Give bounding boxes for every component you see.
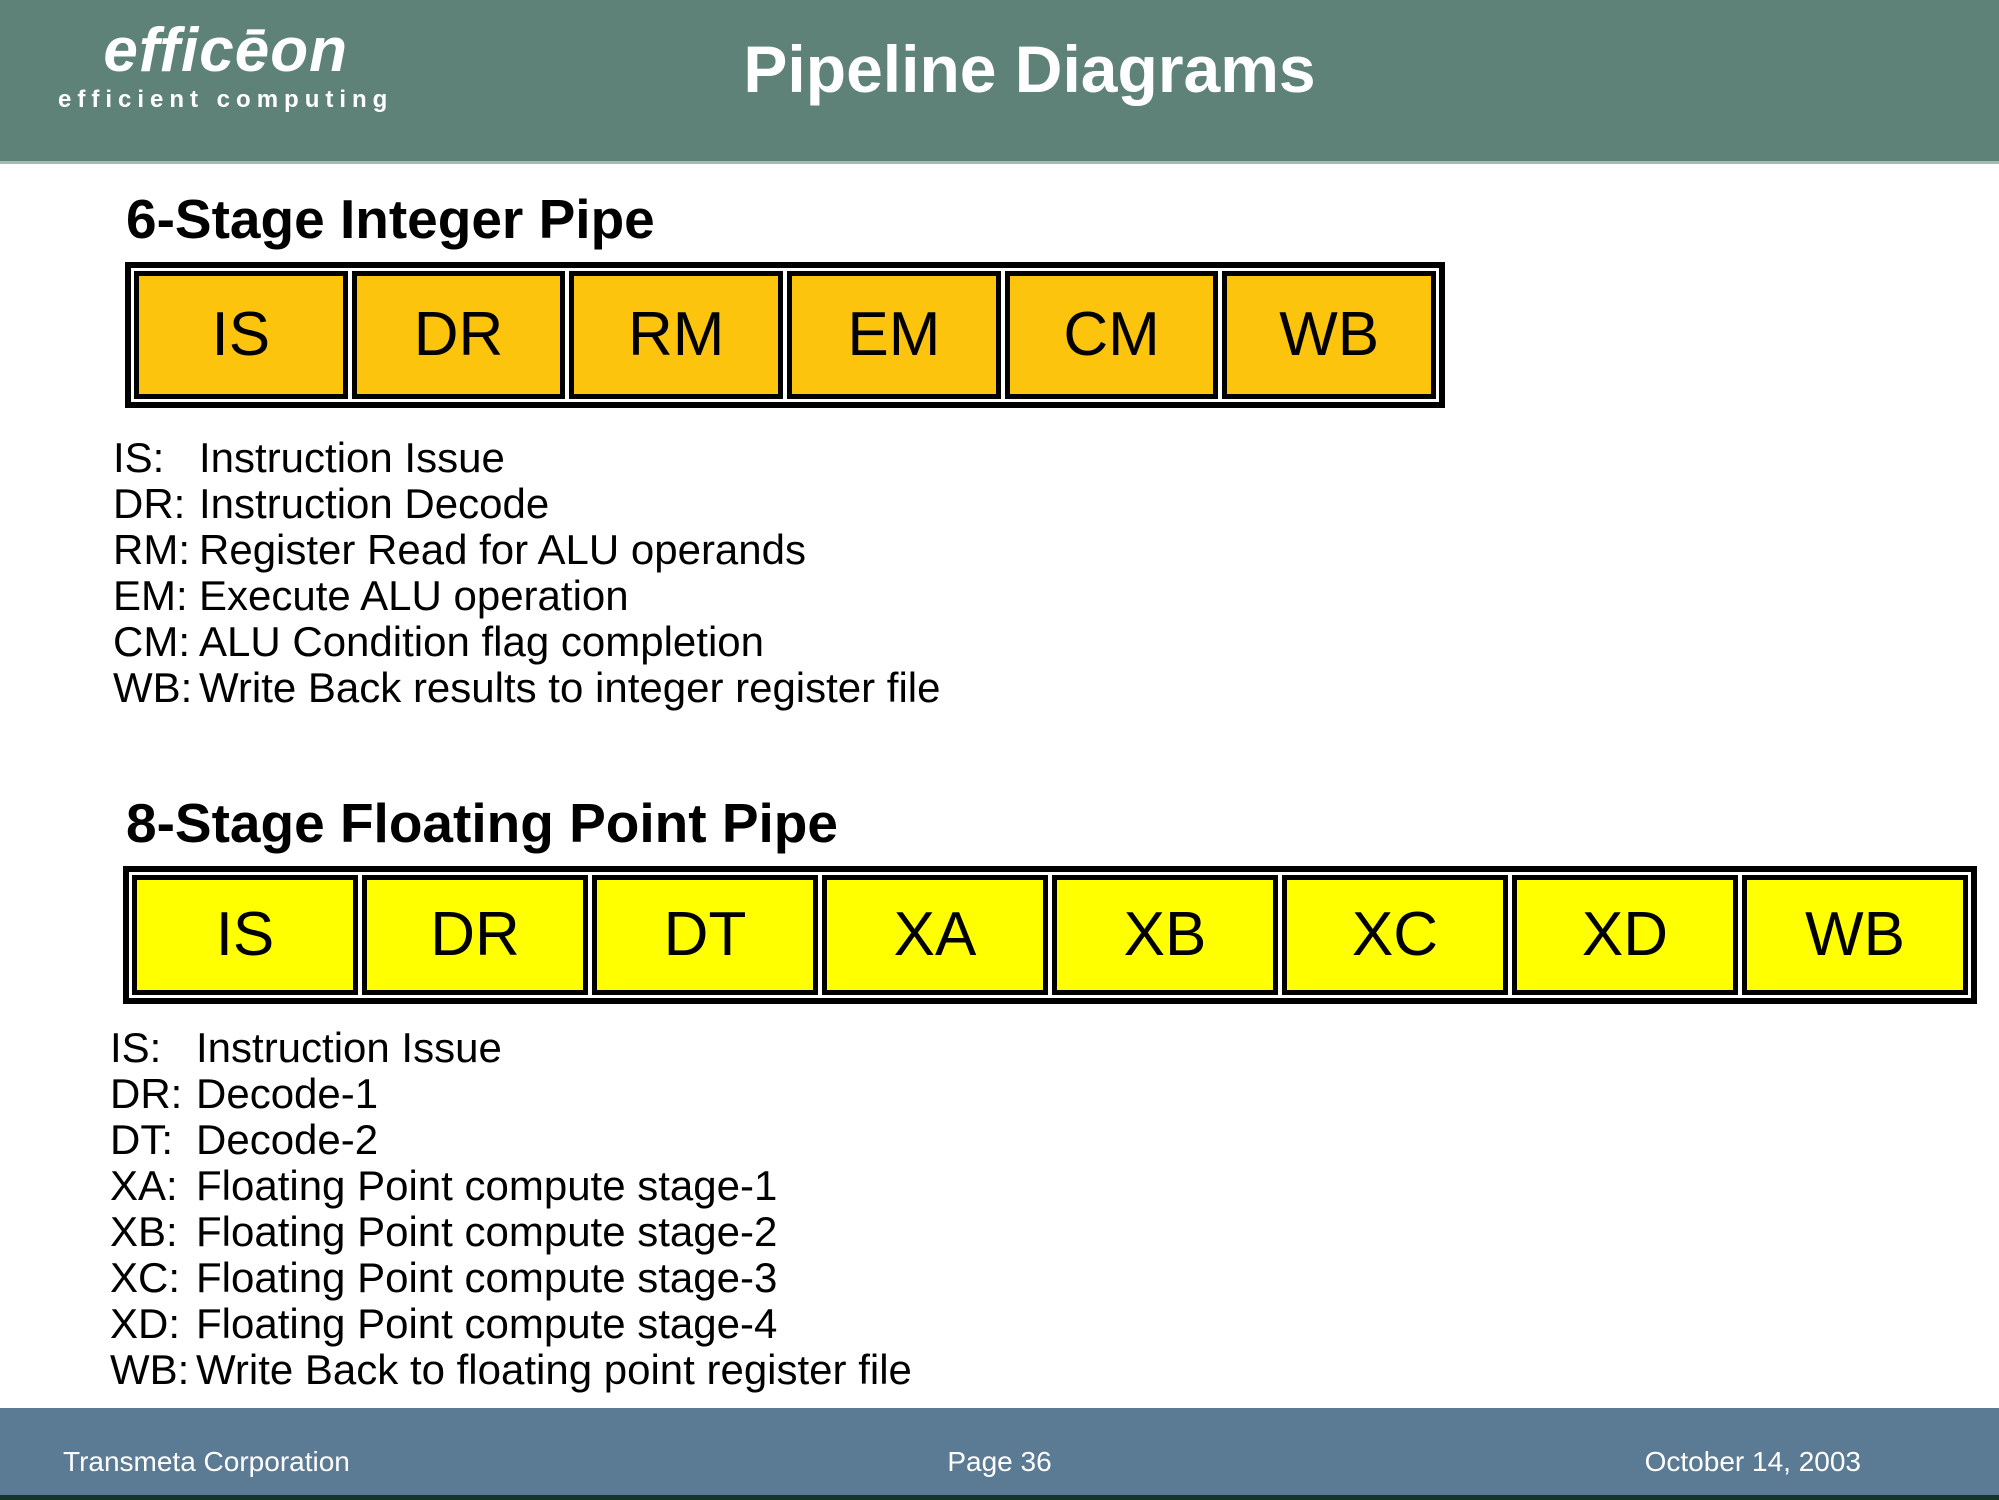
stage-box-dr: DR	[351, 271, 566, 399]
legend-abbr: XD:	[110, 1300, 181, 1347]
legend-row-wb: WB:Write Back results to integer registe…	[113, 665, 941, 711]
stage-box-is: IS	[132, 875, 358, 995]
legend-row-rm: RM:Register Read for ALU operands	[113, 527, 941, 573]
logo-tagline: efficient computing	[58, 86, 394, 113]
integer-pipe-heading: 6-Stage Integer Pipe	[126, 188, 655, 250]
legend-row-xc: XC: Floating Point compute stage-3	[110, 1255, 912, 1301]
legend-row-xd: XD: Floating Point compute stage-4	[110, 1301, 912, 1347]
stage-box-is: IS	[134, 271, 348, 399]
legend-row-wb: WB:Write Back to floating point register…	[110, 1347, 912, 1393]
legend-abbr: XA:	[110, 1162, 178, 1209]
stage-box-em: EM	[787, 271, 1001, 399]
footer-company: Transmeta Corporation	[63, 1446, 350, 1477]
legend-description: ALU Condition flag completion	[199, 618, 764, 665]
legend-abbr: XB:	[110, 1208, 178, 1255]
legend-row-is: IS: Instruction Issue	[110, 1025, 912, 1071]
page-title: Pipeline Diagrams	[743, 32, 1316, 106]
stage-box-dr: DR	[362, 875, 588, 995]
footer-page-number: Page 36	[947, 1446, 1052, 1477]
legend-abbr: IS:	[110, 1024, 162, 1071]
legend-description: Write Back results to integer register f…	[199, 664, 941, 711]
logo-wordmark: efficēon	[103, 16, 348, 85]
legend-abbr: RM:	[113, 526, 190, 573]
legend-description: Floating Point compute stage-1	[196, 1162, 778, 1209]
stage-box-xc: XC	[1282, 875, 1508, 995]
legend-abbr: IS:	[113, 434, 165, 481]
legend-description: Decode-1	[196, 1070, 379, 1117]
legend-abbr: DR:	[113, 480, 186, 527]
legend-row-em: EM:Execute ALU operation	[113, 573, 941, 619]
legend-abbr: DT:	[110, 1116, 173, 1163]
legend-row-cm: CM:ALU Condition flag completion	[113, 619, 941, 665]
slide-footer: Transmeta Corporation Page 36 October 14…	[0, 1408, 1999, 1495]
floating-point-pipe-heading: 8-Stage Floating Point Pipe	[126, 792, 838, 854]
stage-box-xd: XD	[1512, 875, 1738, 995]
stage-box-xa: XA	[822, 875, 1048, 995]
legend-abbr: WB:	[110, 1346, 190, 1393]
legend-description: Instruction Issue	[196, 1024, 502, 1071]
bottom-edge-strip	[0, 1495, 1999, 1500]
legend-description: Instruction Decode	[199, 480, 550, 527]
stage-box-wb: WB	[1222, 271, 1437, 399]
stage-box-xb: XB	[1052, 875, 1278, 995]
legend-description: Execute ALU operation	[199, 572, 629, 619]
legend-description: Instruction Issue	[199, 434, 505, 481]
legend-row-dt: DT: Decode-2	[110, 1117, 912, 1163]
legend-description: Write Back to floating point register fi…	[196, 1346, 912, 1393]
legend-description: Floating Point compute stage-4	[196, 1300, 778, 1347]
legend-abbr: EM:	[113, 572, 188, 619]
legend-description: Floating Point compute stage-3	[196, 1254, 778, 1301]
stage-box-dt: DT	[592, 875, 818, 995]
legend-row-dr: DR: Decode-1	[110, 1071, 912, 1117]
legend-row-dr: DR: Instruction Decode	[113, 481, 941, 527]
legend-abbr: CM:	[113, 618, 190, 665]
legend-description: Register Read for ALU operands	[199, 526, 807, 573]
legend-row-xb: XB: Floating Point compute stage-2	[110, 1209, 912, 1255]
stage-box-rm: RM	[569, 271, 784, 399]
legend-row-xa: XA: Floating Point compute stage-1	[110, 1163, 912, 1209]
stage-box-cm: CM	[1004, 271, 1219, 399]
efficeon-logo: efficēon efficient computing	[58, 20, 393, 114]
legend-description: Floating Point compute stage-2	[196, 1208, 778, 1255]
legend-abbr: XC:	[110, 1254, 181, 1301]
stage-box-wb: WB	[1742, 875, 1968, 995]
footer-date: October 14, 2003	[1644, 1446, 1861, 1477]
legend-abbr: DR:	[110, 1070, 183, 1117]
legend-row-is: IS: Instruction Issue	[113, 435, 941, 481]
slide-header: efficēon efficient computing Pipeline Di…	[0, 0, 1999, 164]
legend-description: Decode-2	[196, 1116, 379, 1163]
legend-abbr: WB:	[113, 664, 193, 711]
